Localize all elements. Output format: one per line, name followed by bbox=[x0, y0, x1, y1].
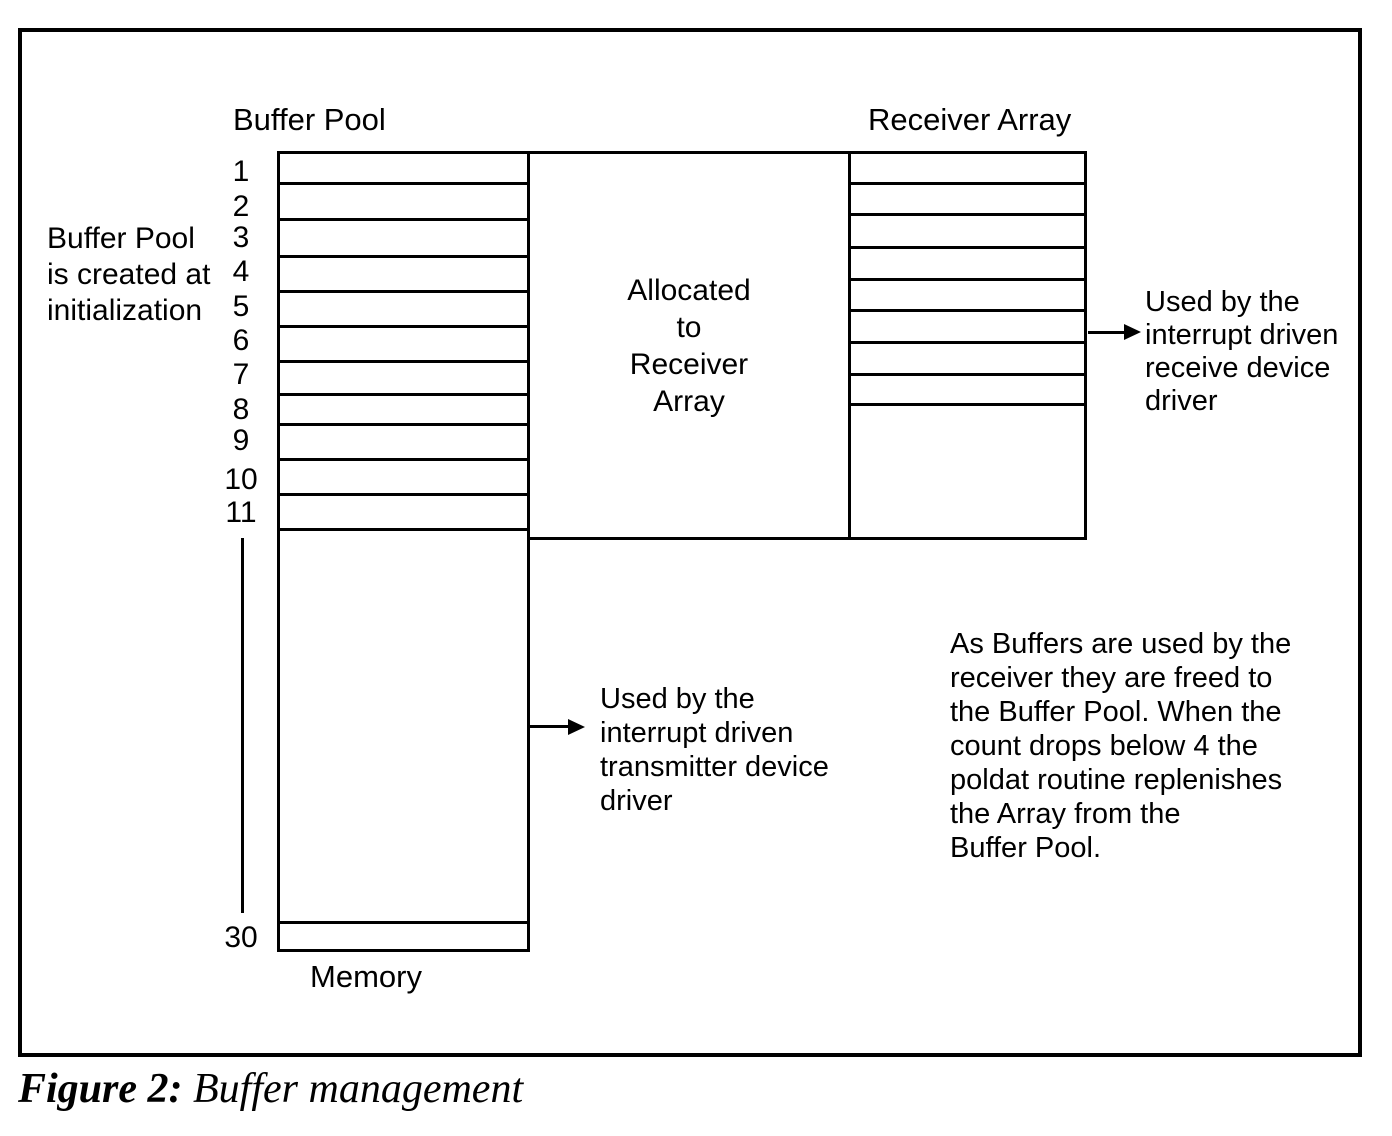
buffer-row-divider bbox=[280, 528, 527, 531]
arrow-line bbox=[1088, 331, 1126, 334]
buffer-row-number: 2 bbox=[232, 190, 250, 223]
buffer-row-number: 4 bbox=[232, 255, 250, 288]
buffer-row-number: 7 bbox=[232, 358, 250, 391]
receiver-array-title: Receiver Array bbox=[868, 102, 1072, 137]
buffer-row-number: 5 bbox=[232, 290, 250, 323]
buffer-row-number: 6 bbox=[232, 324, 250, 357]
buffer-row-divider bbox=[280, 458, 527, 461]
receiver-row-divider bbox=[851, 309, 1084, 312]
buffer-row-divider bbox=[280, 921, 527, 924]
buffer-row-divider bbox=[280, 325, 527, 328]
receiver-array-box bbox=[848, 151, 1087, 540]
buffer-pool-title: Buffer Pool bbox=[233, 102, 386, 137]
figure-caption-text: Buffer management bbox=[193, 1066, 524, 1112]
buffer-row-number: 1 bbox=[232, 155, 250, 188]
range-line-11-to-30 bbox=[241, 538, 244, 913]
buffer-row-number: 8 bbox=[232, 393, 250, 426]
receiver-row-divider bbox=[851, 341, 1084, 344]
figure-caption-label: Figure 2: bbox=[18, 1066, 183, 1112]
buffer-row-divider bbox=[280, 493, 527, 496]
receiver-row-divider bbox=[851, 373, 1084, 376]
diagram-frame bbox=[18, 28, 1362, 1057]
arrow-line bbox=[530, 725, 570, 728]
receiver-row-divider bbox=[851, 246, 1084, 249]
buffer-row-number: 9 bbox=[232, 424, 250, 457]
arrow-right-icon bbox=[568, 719, 585, 735]
buffer-row-divider bbox=[280, 290, 527, 293]
buffer-pool-box bbox=[277, 151, 530, 952]
allocated-region-box: Allocated to Receiver Array bbox=[530, 151, 848, 540]
receiver-row-divider bbox=[851, 182, 1084, 185]
memory-label: Memory bbox=[310, 959, 422, 994]
replenish-note: As Buffers are used by the receiver they… bbox=[950, 628, 1292, 864]
receive-driver-note: Used by the interrupt driven receive dev… bbox=[1145, 286, 1339, 417]
buffer-row-number-30: 30 bbox=[224, 921, 258, 954]
buffer-row-divider bbox=[280, 218, 527, 221]
arrow-right-icon bbox=[1124, 324, 1141, 340]
creation-note: Buffer Pool is created at initialization bbox=[47, 222, 211, 327]
buffer-row-number: 11 bbox=[225, 496, 257, 529]
buffer-row-divider bbox=[280, 360, 527, 363]
transmit-driver-note: Used by the interrupt driven transmitter… bbox=[600, 683, 829, 817]
buffer-row-divider bbox=[280, 423, 527, 426]
receiver-row-divider bbox=[851, 403, 1084, 406]
buffer-row-divider bbox=[280, 393, 527, 396]
buffer-row-number: 10 bbox=[224, 463, 258, 496]
receiver-row-divider bbox=[851, 278, 1084, 281]
buffer-row-number: 3 bbox=[232, 221, 250, 254]
figure-caption: Figure 2: Buffer management bbox=[18, 1066, 523, 1112]
buffer-row-divider bbox=[280, 255, 527, 258]
receiver-row-divider bbox=[851, 213, 1084, 216]
buffer-row-divider bbox=[280, 182, 527, 185]
